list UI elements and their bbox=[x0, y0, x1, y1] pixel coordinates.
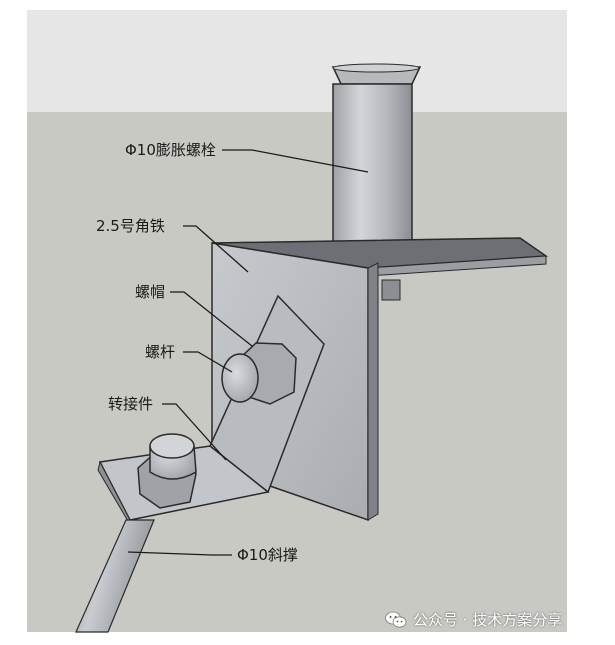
wechat-icon bbox=[385, 611, 407, 627]
label-nut: 螺帽 bbox=[135, 283, 166, 301]
nut-upper bbox=[221, 342, 297, 405]
label-angle-iron: 2.5号角铁 bbox=[96, 217, 165, 235]
label-adapter: 转接件 bbox=[108, 395, 154, 413]
label-expansion-bolt: Φ10膨胀螺栓 bbox=[125, 141, 216, 159]
watermark-text: 公众号 · 技术方案分享 bbox=[413, 611, 563, 629]
nut-lower bbox=[137, 433, 197, 509]
label-diagonal-brace: Φ10斜撑 bbox=[237, 546, 298, 564]
label-bolt-rod: 螺杆 bbox=[145, 343, 176, 361]
watermark: 公众号 · 技术方案分享 bbox=[385, 609, 562, 630]
leader-lines bbox=[127, 149, 369, 556]
expansion-bolt bbox=[331, 63, 422, 253]
diagonal-brace-rod bbox=[75, 519, 155, 633]
ceiling-area bbox=[27, 10, 567, 115]
